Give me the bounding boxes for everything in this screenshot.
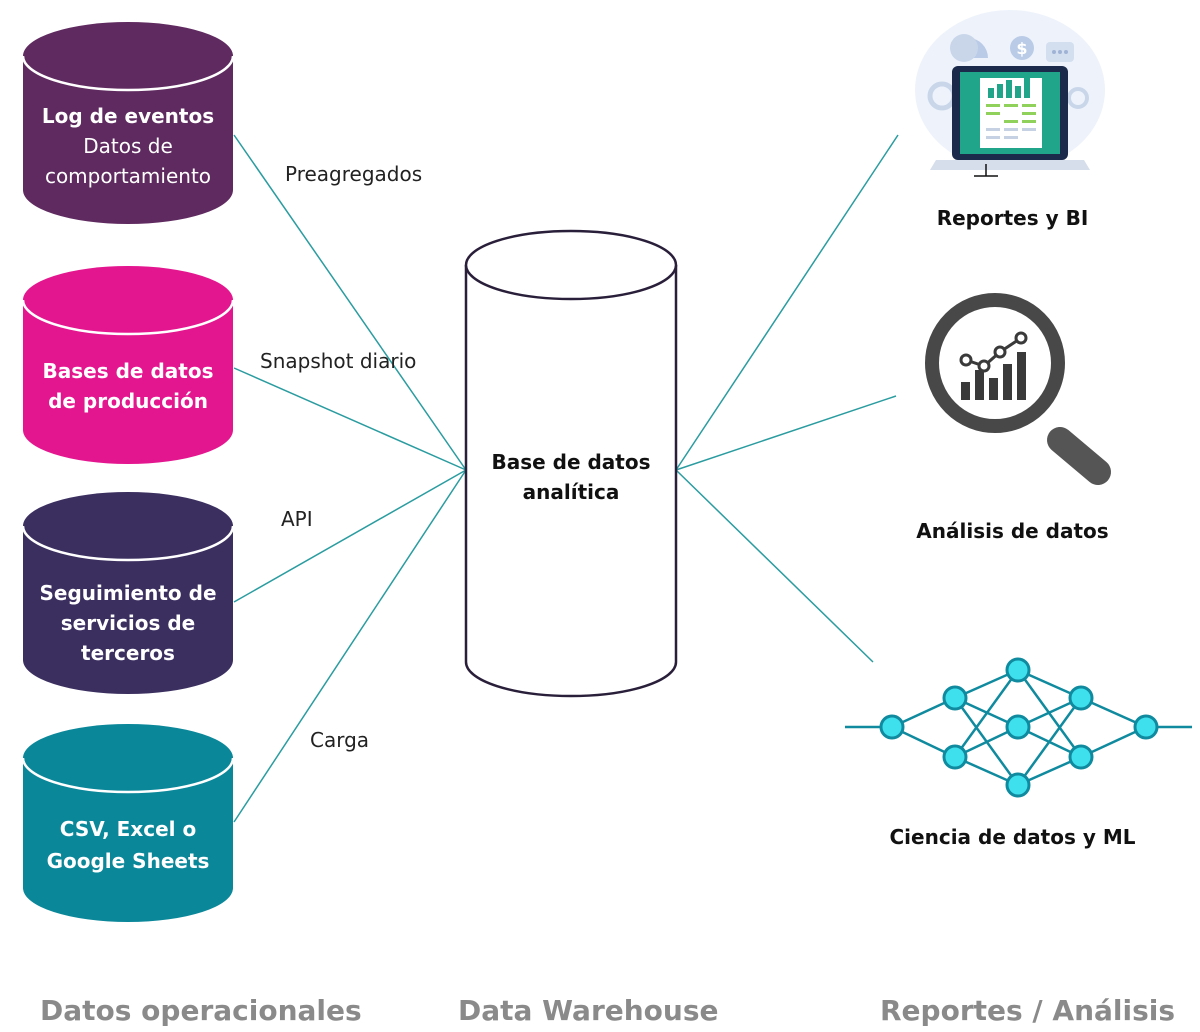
source-csv-text: CSV, Excel o Google Sheets: [23, 813, 233, 877]
warehouse-label: Base de datos analítica: [466, 447, 676, 507]
svg-text:$: $: [1016, 39, 1027, 58]
source-third-line-2: servicios de: [60, 611, 196, 635]
edge-label-api: API: [281, 507, 313, 531]
section-label-warehouse: Data Warehouse: [458, 994, 719, 1027]
connectors: [233, 134, 899, 823]
line-warehouse-to-ml: [675, 469, 874, 663]
output-label-ml: Ciencia de datos y ML: [889, 825, 1136, 849]
magnifier-chart-icon: [925, 293, 1111, 485]
cylinder-warehouse: [464, 229, 678, 698]
output-label-reportes: Reportes y BI: [936, 206, 1089, 230]
source-csv-line-1: CSV, Excel o: [59, 817, 197, 841]
line-csv-to-warehouse: [233, 469, 467, 823]
source-third-line-1: Seguimiento de: [39, 581, 217, 605]
cylinder-log-de-eventos: [21, 22, 235, 224]
output-label-analisis: Análisis de datos: [916, 519, 1109, 543]
line-log-to-warehouse: [233, 134, 467, 471]
section-label-operacionales: Datos operacionales: [40, 994, 362, 1027]
source-prod-text: Bases de datos de producción: [23, 356, 233, 416]
edge-label-carga: Carga: [310, 728, 370, 752]
source-prod-line-1: Bases de datos: [42, 359, 214, 383]
section-label-reportes: Reportes / Análisis: [880, 994, 1176, 1027]
line-warehouse-to-reports: [675, 134, 899, 471]
cylinder-seguimiento-terceros: [21, 492, 235, 694]
edge-label-preagregados: Preagregados: [285, 162, 423, 186]
warehouse-label-line-1: Base de datos: [491, 450, 651, 474]
source-third-text: Seguimiento de servicios de terceros: [23, 578, 233, 668]
cylinder-bases-de-datos: [21, 266, 235, 464]
cylinder-csv-excel: [21, 724, 235, 922]
line-third-to-warehouse: [233, 469, 467, 603]
line-warehouse-to-analysis: [675, 395, 897, 471]
edge-label-snapshot: Snapshot diario: [260, 349, 417, 373]
source-third-line-3: terceros: [81, 641, 175, 665]
source-log-subtitle-2: comportamiento: [44, 164, 212, 188]
source-csv-line-2: Google Sheets: [46, 849, 210, 873]
source-log-subtitle-1: Datos de: [83, 134, 173, 158]
warehouse-label-line-2: analítica: [522, 480, 620, 504]
source-log-text: Log de eventos Datos de comportamiento: [23, 101, 233, 191]
source-log-title: Log de eventos: [41, 104, 215, 128]
line-prod-to-warehouse: [233, 367, 467, 471]
source-prod-line-2: de producción: [48, 389, 208, 413]
laptop-report-icon: $: [915, 10, 1105, 177]
neural-network-icon: [845, 657, 1192, 798]
